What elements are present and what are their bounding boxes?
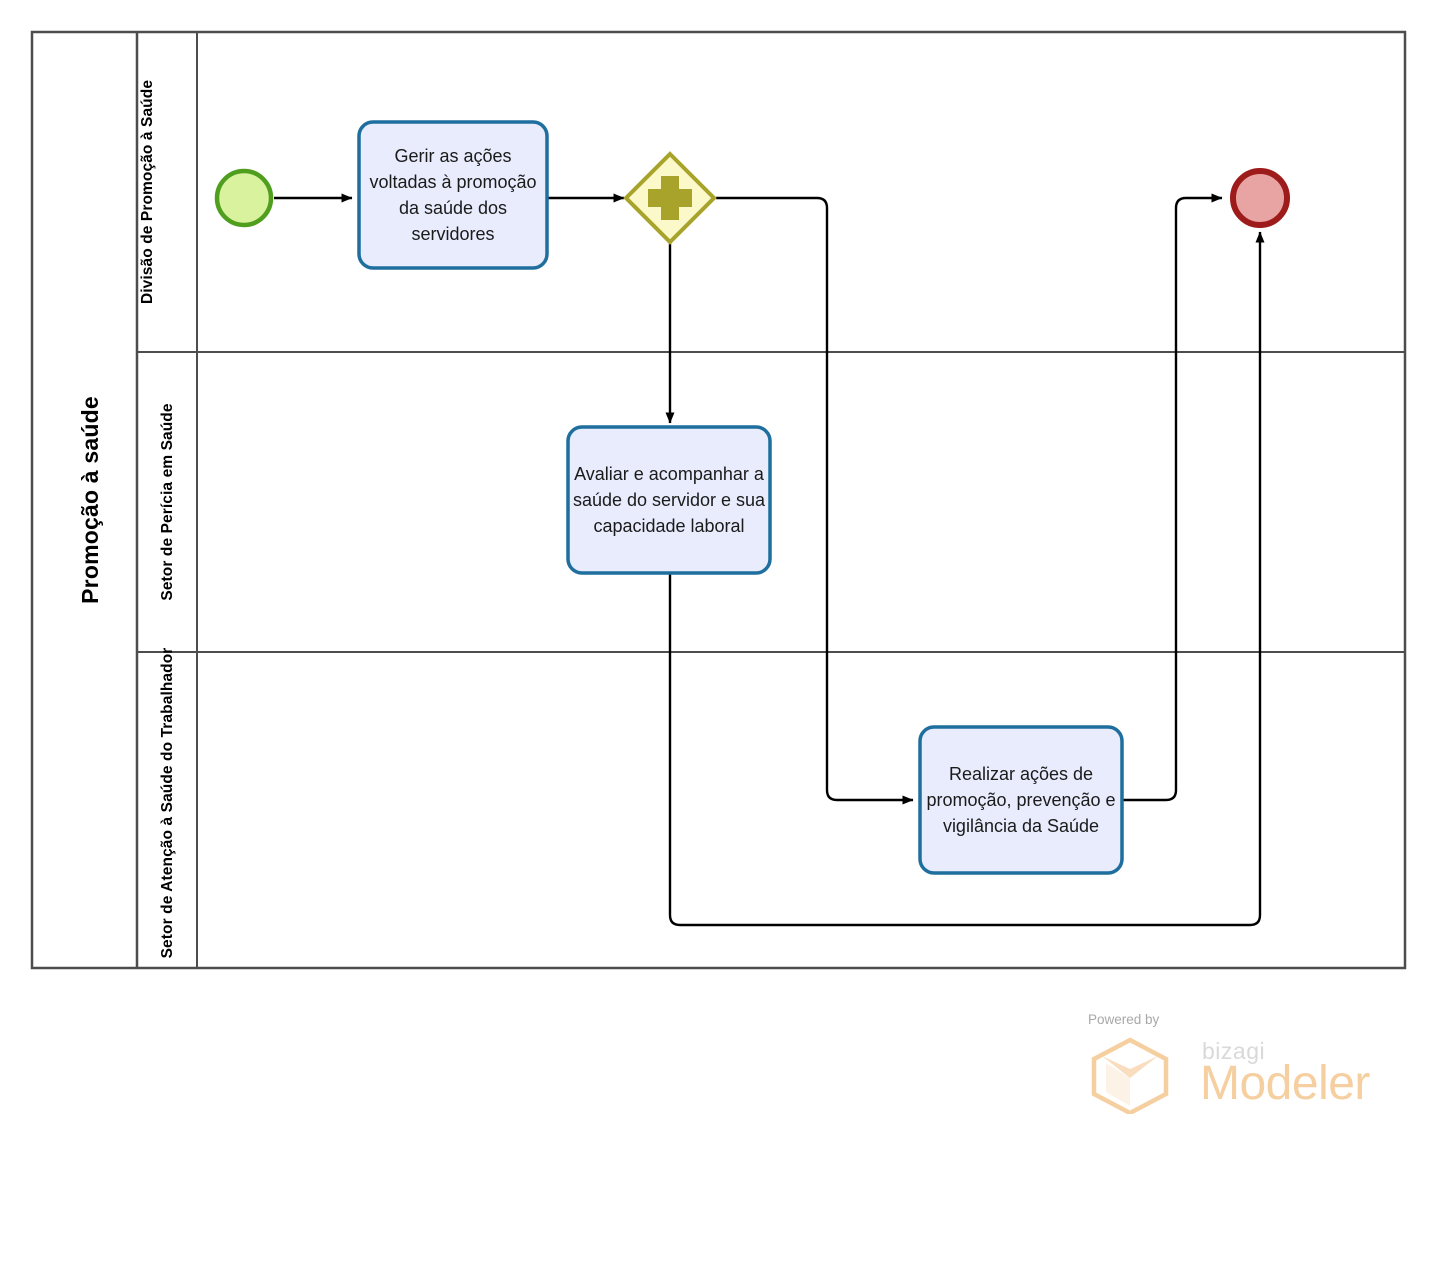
start-event[interactable] [214,168,274,228]
powered-by-label: Powered by [1088,1012,1160,1027]
flow-realizar-to-end [1122,193,1223,802]
pool-title: Promoção à saúde [76,396,103,604]
modeler-wordmark: Modeler [1200,1057,1370,1110]
parallel-gateway[interactable] [623,151,717,245]
sequence-flow-layer [274,193,1265,927]
lane-title-divisao: Divisão de Promoção à Saúde [138,79,156,305]
bizagi-hexagon-icon [1091,1037,1169,1114]
task-layer [357,120,1124,875]
bizagi-watermark: Powered by bizagi Modeler [1080,1012,1370,1114]
task-realizar[interactable] [918,725,1124,875]
task-gerir[interactable] [357,120,549,270]
task-avaliar[interactable] [566,425,772,575]
lane-title-pericia: Setor de Perícia em Saúde [158,403,176,601]
flow-gateway-to-realizar [716,196,914,805]
flow-avaliar-to-end [668,231,1265,927]
plus-icon [648,176,692,220]
end-event[interactable] [1230,168,1290,228]
lane-title-atencao: Setor de Atenção à Saúde do Trabalhador [158,647,176,959]
bizagi-wordmark: bizagi [1202,1038,1266,1064]
event-layer [214,168,1290,228]
